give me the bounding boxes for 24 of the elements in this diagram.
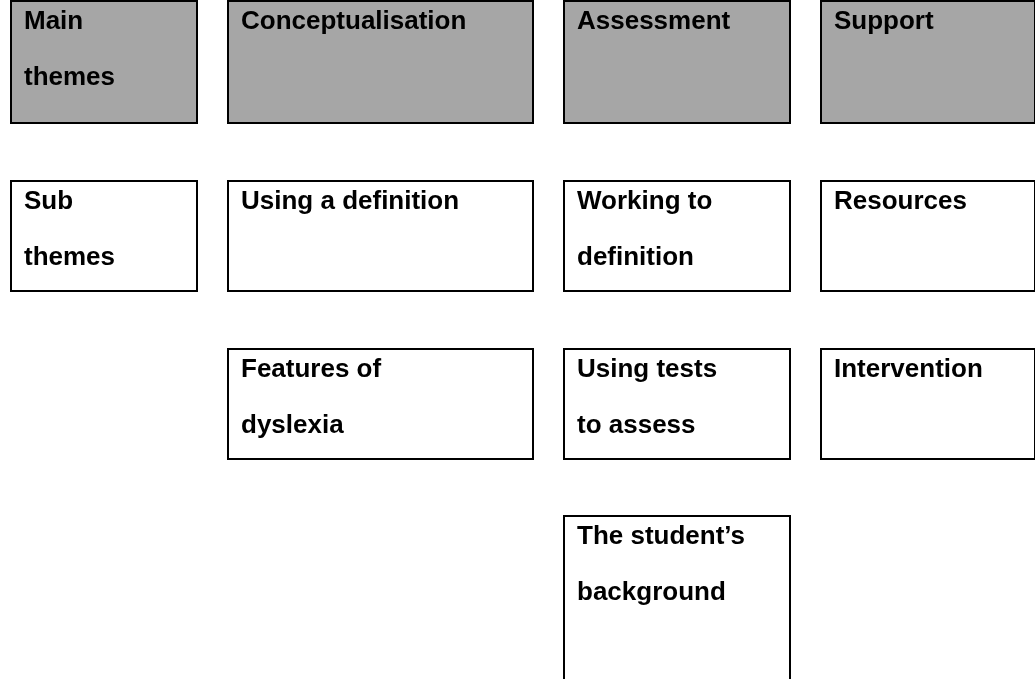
box-label: Sub themes <box>24 184 117 273</box>
box-label: The student’s background <box>577 519 747 608</box>
box-label: Support <box>834 4 935 37</box>
subtheme-box <box>563 515 791 679</box>
theme-box <box>563 0 791 124</box>
subtheme-box <box>820 180 1035 292</box>
box-label: Intervention <box>834 352 984 385</box>
box-label: Assessment <box>577 4 732 37</box>
box-label: Main themes <box>24 4 117 93</box>
subtheme-box <box>563 180 791 292</box>
box-label: Conceptualisation <box>241 4 468 37</box>
box-label: Working to definition <box>577 184 714 273</box>
box-label: Using a definition <box>241 184 461 217</box>
theme-box <box>227 0 534 124</box>
subtheme-box <box>227 348 534 460</box>
theme-box <box>10 0 198 124</box>
subtheme-box <box>820 348 1035 460</box>
subtheme-box <box>10 180 198 292</box>
theme-box <box>820 0 1035 124</box>
box-label: Using tests to assess <box>577 352 719 441</box>
box-label: Resources <box>834 184 968 217</box>
subtheme-box <box>563 348 791 460</box>
box-label: Features of dyslexia <box>241 352 383 441</box>
subtheme-box <box>227 180 534 292</box>
